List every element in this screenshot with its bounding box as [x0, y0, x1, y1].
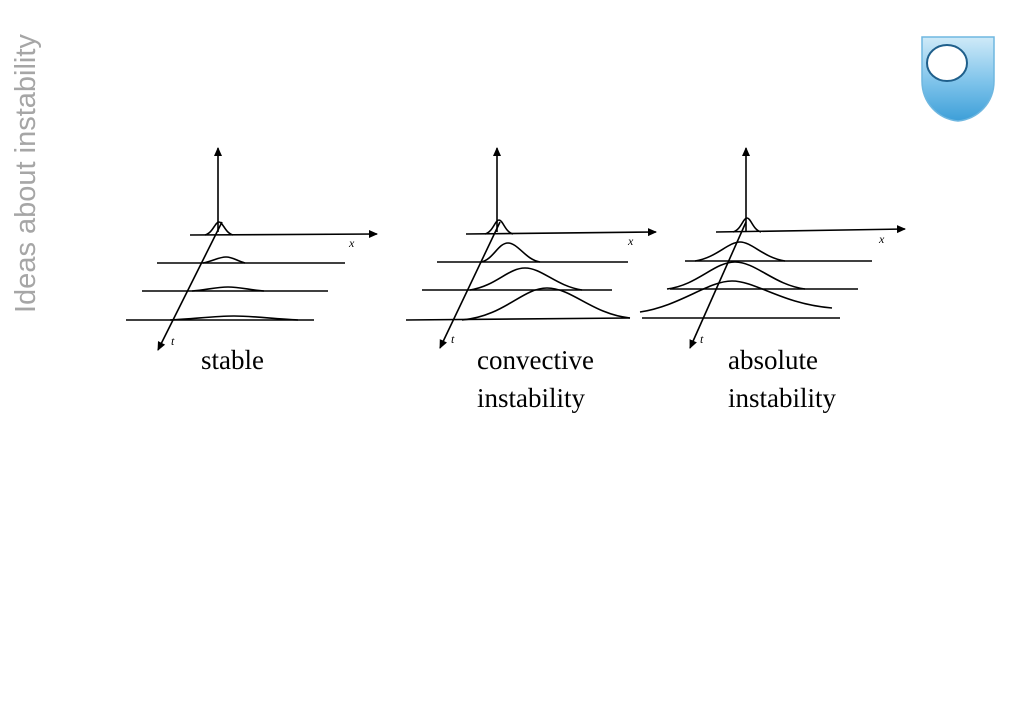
panel-convective [405, 147, 657, 349]
pulse-0 [204, 221, 234, 236]
t-axis-label: t [451, 332, 455, 346]
pulse-3 [461, 287, 631, 321]
pulse-0 [484, 219, 514, 235]
pulse-1 [694, 241, 786, 262]
pulse-1 [202, 256, 246, 264]
open-university-shield-icon [921, 36, 995, 122]
panel-absolute [639, 147, 906, 349]
x-axis [189, 230, 378, 239]
caption-line: stable [201, 345, 264, 375]
pulse-1 [480, 242, 541, 263]
pulse-2 [191, 286, 265, 292]
caption-line: instability [477, 383, 585, 413]
pulse-3 [639, 280, 833, 313]
caption-stable: stable [201, 341, 264, 379]
caption-line: instability [728, 383, 836, 413]
caption-convective: convective instability [477, 341, 594, 417]
pulse-2 [666, 261, 806, 290]
pulse-2 [469, 267, 583, 291]
x-axis-label: x [349, 236, 355, 250]
caption-line: convective [477, 345, 594, 375]
t-axis-label: t [171, 334, 175, 348]
baseline-3 [405, 317, 631, 321]
t-axis-label: t [700, 332, 704, 346]
t-axis [439, 221, 501, 349]
pulse-0 [732, 217, 762, 233]
x-axis [465, 228, 657, 237]
t-axis [157, 221, 223, 351]
pulse-3 [169, 315, 299, 321]
x-axis-label: x [879, 232, 885, 246]
x-axis-label: x [628, 234, 634, 248]
caption-line: absolute [728, 345, 818, 375]
panel-stable [126, 147, 378, 351]
x-axis [715, 225, 906, 234]
caption-absolute: absolute instability [728, 341, 836, 417]
t-axis [689, 221, 747, 349]
